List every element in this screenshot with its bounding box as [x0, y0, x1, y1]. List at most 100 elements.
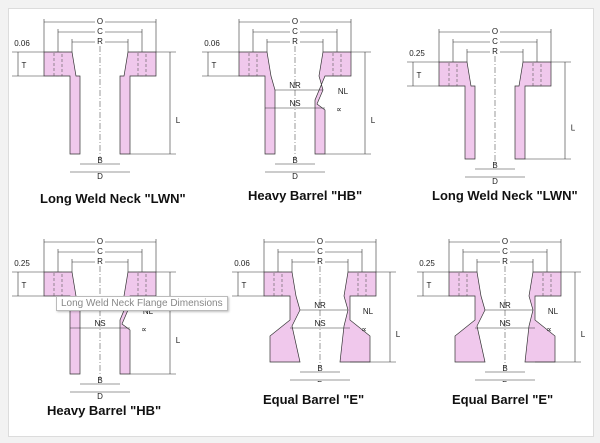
- dim-nr-label: NR: [289, 81, 301, 90]
- dim-o-label: O: [97, 237, 103, 246]
- raised-face-offset-label: 0.25: [409, 49, 425, 58]
- dim-r-label: R: [97, 37, 103, 46]
- dim-b-label: B: [492, 161, 497, 170]
- dim-d-label: D: [502, 380, 508, 382]
- flange-caption: Heavy Barrel "HB": [47, 403, 162, 418]
- dim-b-label: B: [317, 364, 322, 373]
- bolt-hole-right: [542, 271, 552, 297]
- flange-section-left: [438, 61, 476, 160]
- flange-caption: Long Weld Neck "LWN": [40, 191, 186, 206]
- dim-l-label: L: [176, 116, 181, 125]
- flange-panel-5: OCR 0.06T L B D NR NS NL ∝: [230, 232, 410, 382]
- flange-section-left: [238, 51, 276, 155]
- dim-b-label: B: [97, 156, 102, 165]
- dim-c-label: C: [97, 27, 103, 36]
- dim-nr-label: NR: [314, 301, 326, 310]
- flange-drawing: OCR 0.06T L BD: [12, 14, 181, 181]
- dim-r-label: R: [97, 257, 103, 266]
- dim-l-label: L: [571, 124, 576, 133]
- dim-ns-label: NS: [314, 319, 325, 328]
- dim-b-label: B: [292, 156, 297, 165]
- dim-l-label: L: [176, 336, 181, 345]
- dim-d-label: D: [317, 380, 323, 382]
- dim-b-label: B: [502, 364, 507, 373]
- dim-l-label: L: [396, 330, 401, 339]
- dim-o-label: O: [502, 237, 508, 246]
- flange-section-left: [43, 51, 81, 155]
- dim-t-label: T: [427, 281, 432, 290]
- bolt-hole-right: [532, 61, 542, 87]
- dim-l-label: L: [371, 116, 376, 125]
- bolt-hole-right: [357, 271, 367, 297]
- flange-caption: Equal Barrel "E": [263, 392, 365, 407]
- dim-nr-label: NR: [499, 301, 511, 310]
- dim-b-label: B: [97, 376, 102, 385]
- flange-drawing: OCR 0.06T L B D NR NS NL ∝: [232, 234, 401, 382]
- dim-ns-label: NS: [94, 319, 105, 328]
- dim-o-label: O: [97, 17, 103, 26]
- raised-face-offset-label: 0.06: [14, 39, 30, 48]
- dim-c-label: C: [97, 247, 103, 256]
- dim-t-label: T: [417, 71, 422, 80]
- raised-face-offset-label: 0.25: [419, 259, 435, 268]
- dim-r-label: R: [317, 257, 323, 266]
- dim-r-label: R: [502, 257, 508, 266]
- bolt-hole-left: [448, 61, 458, 87]
- bolt-hole-right: [137, 51, 147, 77]
- dim-d-label: D: [97, 392, 103, 401]
- raised-face-offset-label: 0.06: [204, 39, 220, 48]
- bolt-hole-left: [248, 51, 258, 77]
- dim-ns-label: NS: [289, 99, 300, 108]
- dim-d-label: D: [292, 172, 298, 181]
- dim-t-label: T: [22, 61, 27, 70]
- bolt-hole-left: [458, 271, 468, 297]
- dim-nl-label: NL: [143, 307, 154, 316]
- dim-r-label: R: [492, 47, 498, 56]
- flange-drawing: OCR 0.06T L BD NR NS NL ∝: [202, 14, 376, 181]
- dim-nl-label: NL: [338, 87, 349, 96]
- dim-nl-label: NL: [548, 307, 559, 316]
- dim-c-label: C: [492, 37, 498, 46]
- flange-section-right: [119, 51, 157, 155]
- flange-section-right: [314, 51, 352, 155]
- raised-face-offset-label: 0.06: [234, 259, 250, 268]
- flange-section-right: [119, 271, 157, 375]
- image-tooltip: Long Weld Neck Flange Dimensions: [56, 296, 228, 311]
- raised-face-offset-label: 0.25: [14, 259, 30, 268]
- angle-alpha-label: ∝: [361, 325, 367, 334]
- dim-nl-label: NL: [363, 307, 374, 316]
- dim-o-label: O: [492, 27, 498, 36]
- dim-o-label: O: [292, 17, 298, 26]
- bolt-hole-right: [332, 51, 342, 77]
- dim-r-label: R: [292, 37, 298, 46]
- dim-c-label: C: [317, 247, 323, 256]
- dim-o-label: O: [317, 237, 323, 246]
- flange-caption: Long Weld Neck "LWN": [432, 188, 578, 203]
- flange-caption: Equal Barrel "E": [452, 392, 554, 407]
- dim-d-label: D: [97, 172, 103, 181]
- angle-alpha-label: ∝: [336, 105, 342, 114]
- flange-section-left: [448, 271, 486, 363]
- dim-t-label: T: [22, 281, 27, 290]
- dim-ns-label: NS: [499, 319, 510, 328]
- flange-section-left: [263, 271, 301, 363]
- angle-alpha-label: ∝: [141, 325, 147, 334]
- dim-t-label: T: [212, 61, 217, 70]
- flange-section-right: [514, 61, 552, 160]
- flange-caption: Heavy Barrel "HB": [248, 188, 363, 203]
- diagram-sheet: [8, 8, 594, 437]
- angle-alpha-label: ∝: [546, 325, 552, 334]
- dim-c-label: C: [502, 247, 508, 256]
- flange-section-left: [43, 271, 81, 375]
- dim-c-label: C: [292, 27, 298, 36]
- dim-t-label: T: [242, 281, 247, 290]
- bolt-hole-left: [53, 51, 63, 77]
